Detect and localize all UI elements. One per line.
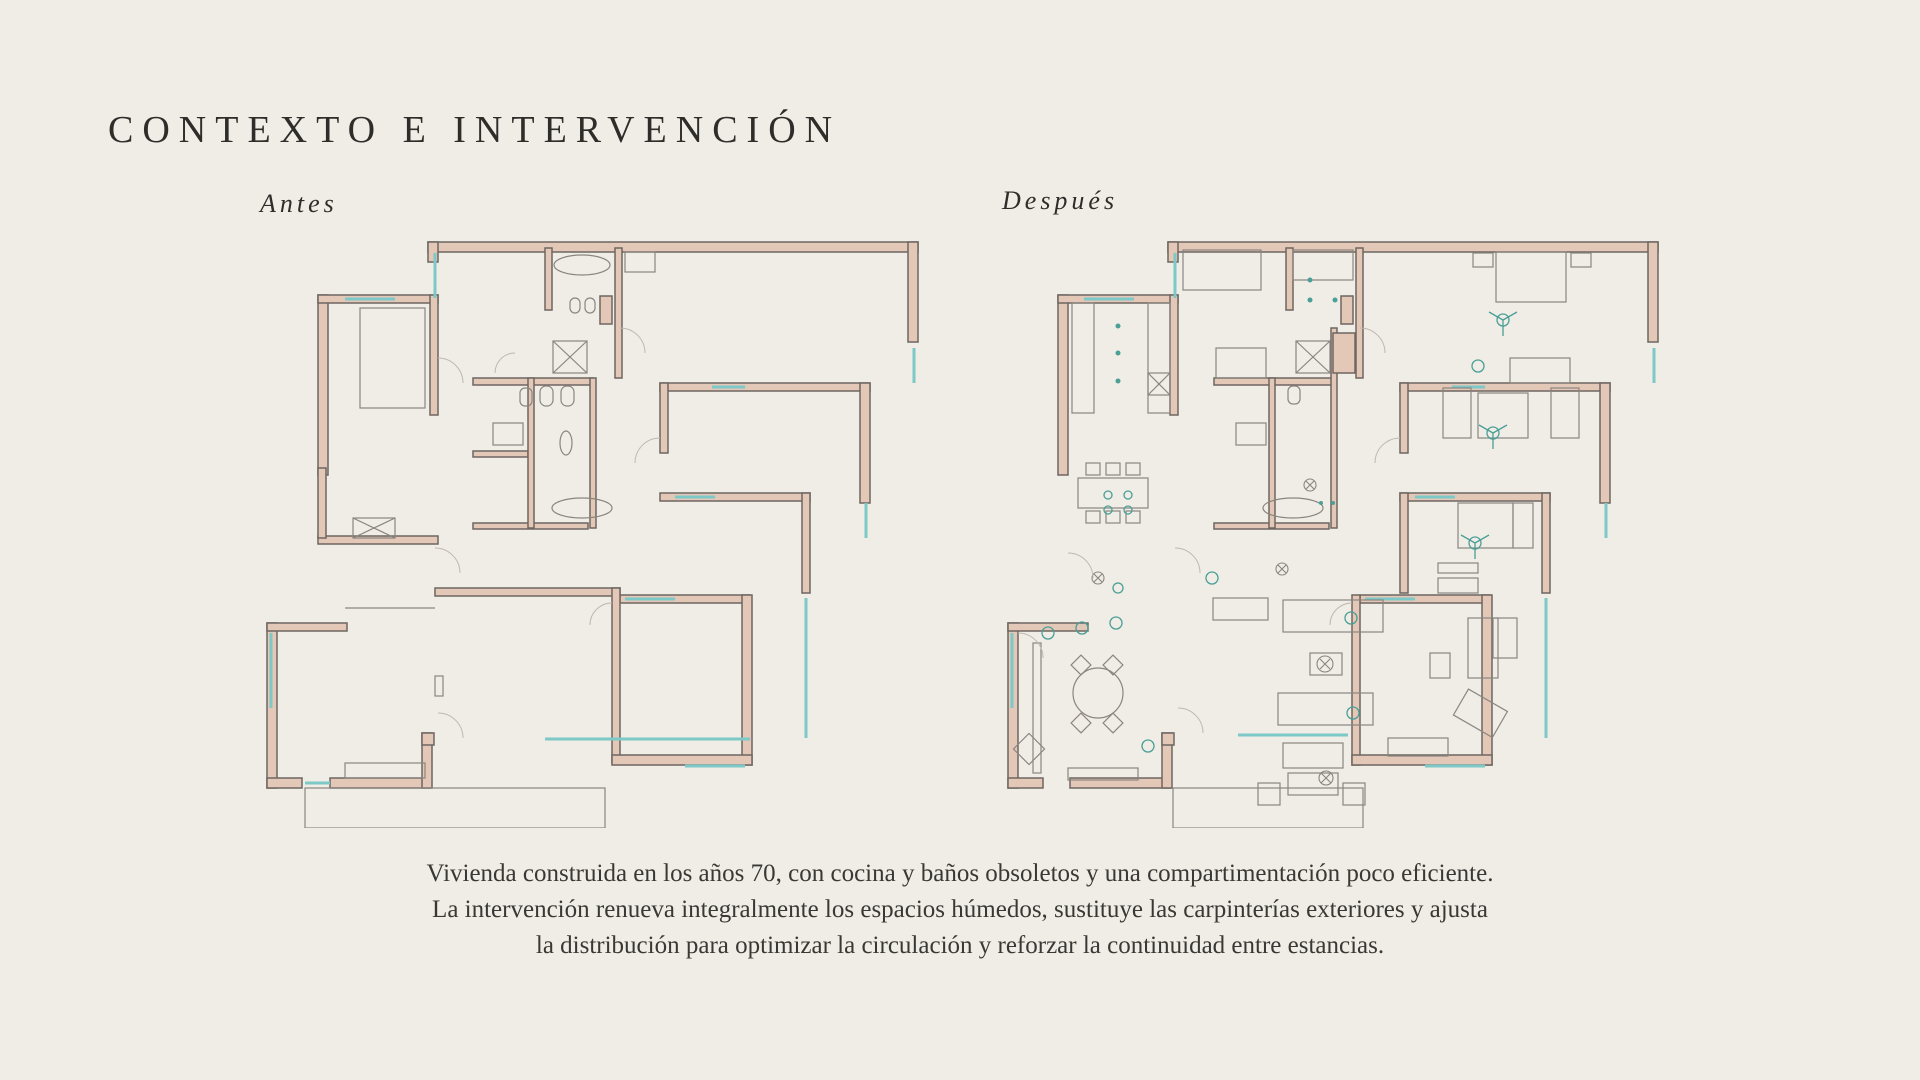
description-line-1: Vivienda construida en los años 70, con … xyxy=(426,860,1494,887)
floor-plan-before xyxy=(245,238,945,828)
floor-plan-after xyxy=(988,238,1688,828)
floor-plan-before-drawing xyxy=(266,241,919,828)
description-text: Vivienda construida en los años 70, con … xyxy=(300,856,1620,964)
description-line-3: la distribución para optimizar la circul… xyxy=(535,932,1385,959)
description-line-2: La intervención renueva integralmente lo… xyxy=(432,896,1488,923)
after-label: Después xyxy=(1002,186,1119,215)
before-label: Antes xyxy=(260,189,338,218)
page-title: CONTEXTO E INTERVENCIÓN xyxy=(108,109,842,151)
floor-plan-after-drawing xyxy=(1007,241,1659,828)
